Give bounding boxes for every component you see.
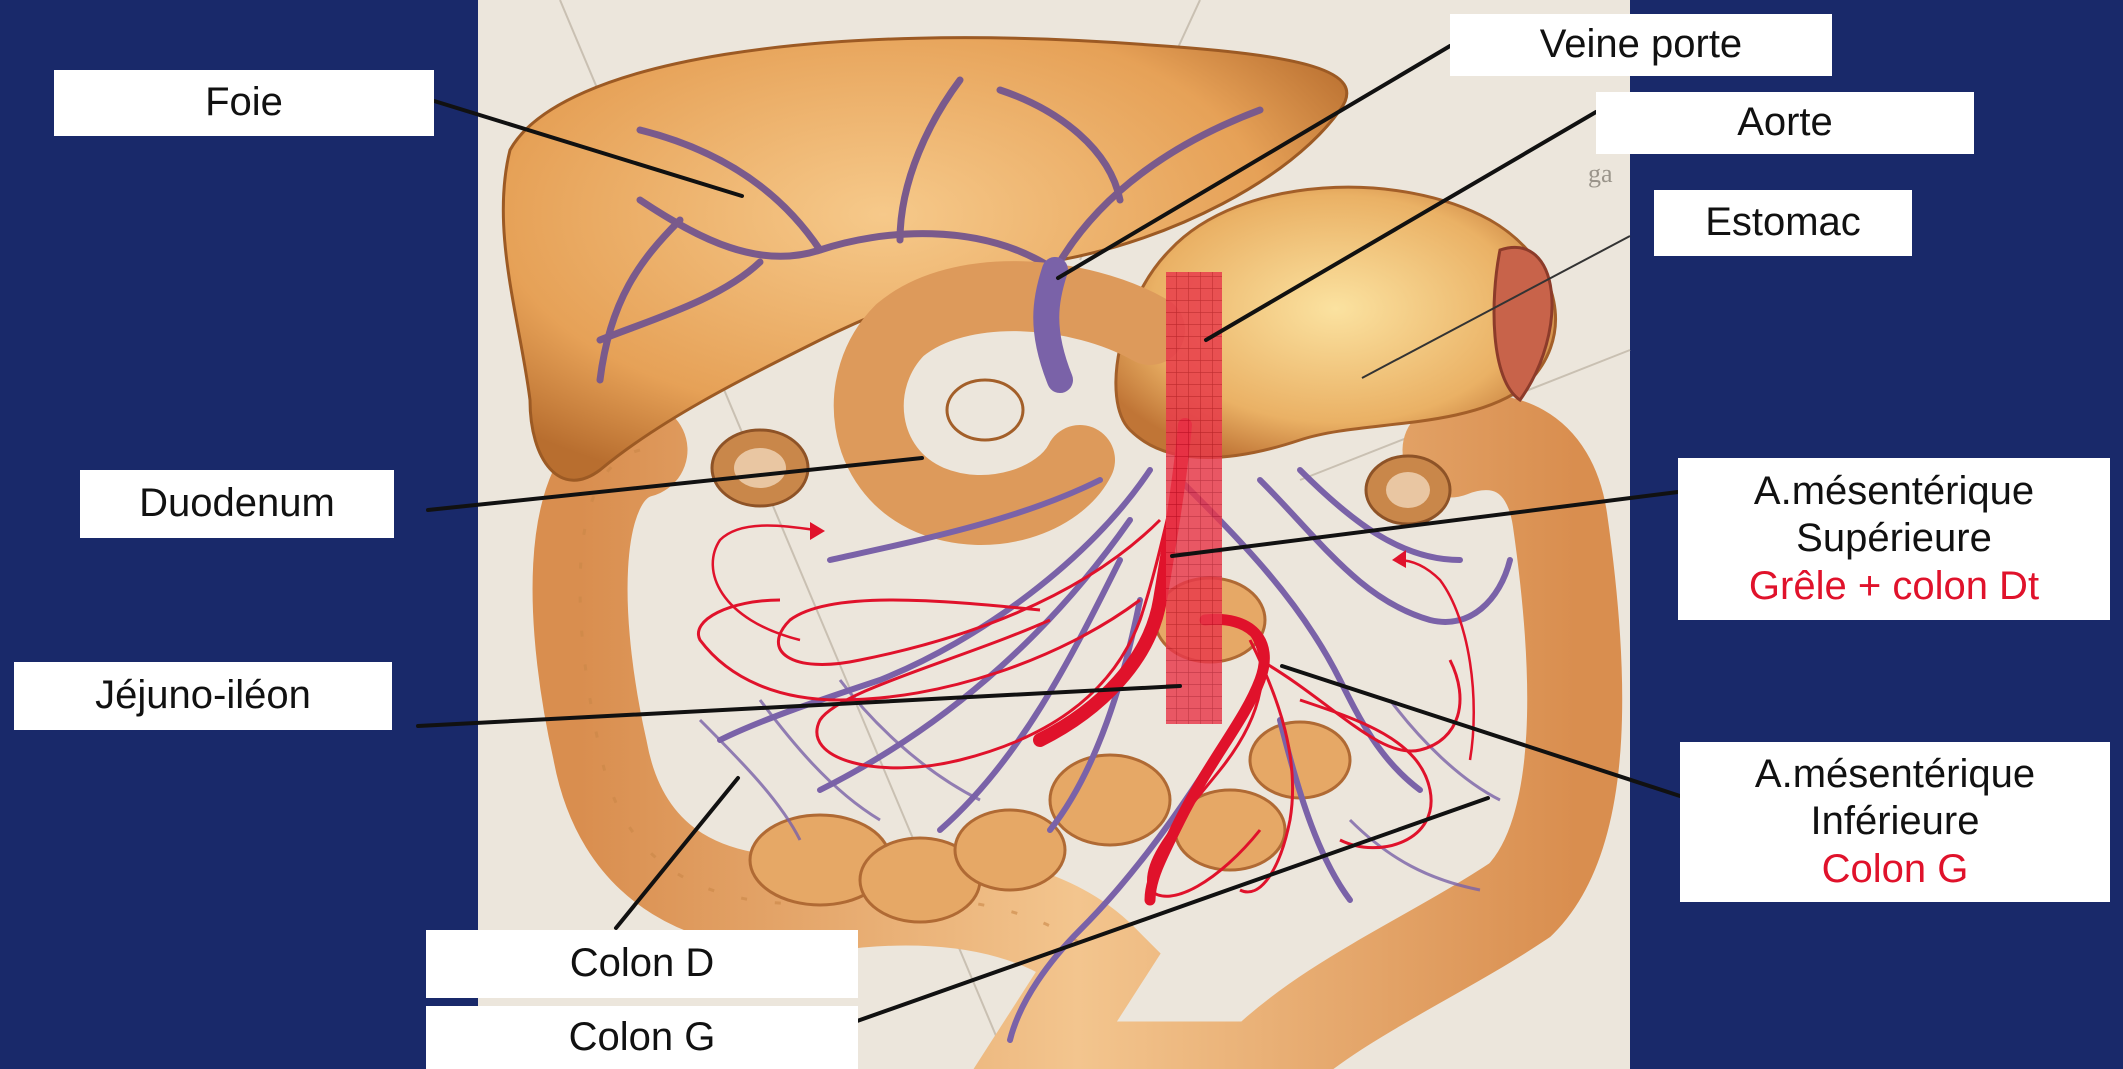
label-colon-g: Colon G — [426, 1006, 858, 1069]
label-ami: A.mésentérique Inférieure Colon G — [1680, 742, 2110, 902]
svg-text:ga: ga — [1588, 159, 1613, 188]
label-ams-line3: Grêle + colon Dt — [1749, 563, 2039, 610]
label-ams: A.mésentérique Supérieure Grêle + colon … — [1678, 458, 2110, 620]
label-veine-porte: Veine porte — [1450, 14, 1832, 76]
aorta — [1166, 272, 1222, 724]
label-ami-line2: Inférieure — [1811, 798, 1980, 845]
label-colon-d-text: Colon D — [570, 940, 715, 987]
label-jejuno-ileon-text: Jéjuno-iléon — [95, 672, 311, 719]
label-colon-d: Colon D — [426, 930, 858, 998]
label-ams-line1: A.mésentérique — [1754, 468, 2034, 515]
label-ams-line2: Supérieure — [1796, 515, 1992, 562]
label-jejuno-ileon: Jéjuno-iléon — [14, 662, 392, 730]
label-aorte: Aorte — [1596, 92, 1974, 154]
label-veine-porte-text: Veine porte — [1540, 21, 1742, 68]
portal-vein — [1046, 270, 1060, 380]
label-ami-line3: Colon G — [1822, 846, 1969, 893]
label-estomac-text: Estomac — [1705, 199, 1861, 246]
label-estomac: Estomac — [1654, 190, 1912, 256]
label-colon-g-text: Colon G — [569, 1014, 716, 1061]
label-duodenum: Duodenum — [80, 470, 394, 538]
label-foie-text: Foie — [205, 79, 283, 126]
label-duodenum-text: Duodenum — [139, 480, 335, 527]
label-aorte-text: Aorte — [1737, 99, 1833, 146]
label-foie: Foie — [54, 70, 434, 136]
label-ami-line1: A.mésentérique — [1755, 751, 2035, 798]
